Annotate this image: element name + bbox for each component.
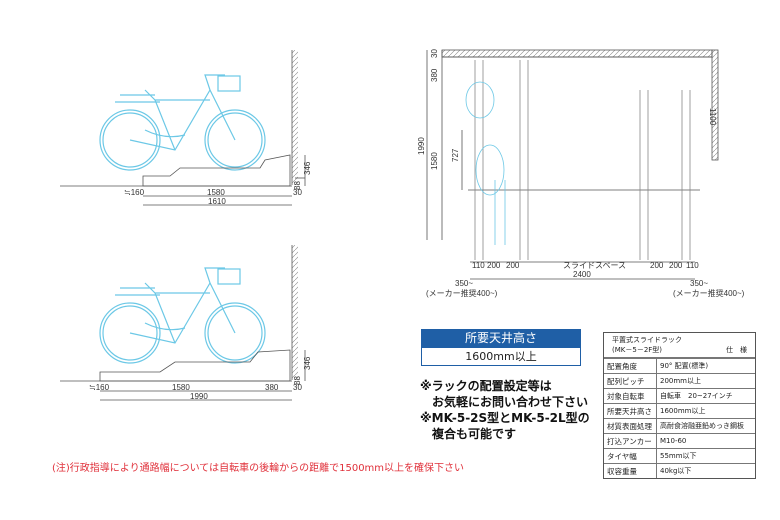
dim-b1: 200 (487, 261, 501, 270)
dim-overall: 1990 (417, 137, 426, 155)
spec-key: 材質表面処理 (604, 418, 657, 434)
dim-top: 30 (430, 49, 439, 58)
dim-slide-space: スライドスペース (563, 261, 626, 270)
spec-label: 仕 様 (726, 346, 747, 354)
dim-left-clear: 350~ (455, 279, 473, 288)
dim-right: 1100 (708, 108, 717, 126)
spec-title: 平置式スライドラック (612, 336, 682, 344)
ceiling-value: 1600mm以上 (421, 347, 581, 366)
dim-base: 88 (293, 376, 302, 385)
dim-rack: 1580 (430, 152, 439, 170)
dim-gap: 30 (293, 188, 302, 197)
spec-key: 打込アンカー (604, 433, 657, 449)
dim-height: 346 (303, 356, 312, 370)
side-view-bottom: 346 88 ≒160 1580 380 30 1990 (60, 245, 312, 401)
note-line: 複合も可能です (420, 427, 517, 441)
dim-b2: 200 (506, 261, 520, 270)
side-view-top: 346 88 ≒160 1580 30 1610 (60, 50, 312, 206)
dim-upper: 380 (430, 68, 439, 82)
warning-note: (注)行政指導により通路幅については自転車の後輪からの距離で1500mm以上を確… (52, 463, 465, 474)
dim-right-clear: 350~ (690, 279, 708, 288)
ceiling-height-box: 所要天井高さ 1600mm以上 (421, 329, 581, 366)
dim-right-note: (メーカー推奨400~) (673, 288, 745, 298)
note-line: ※MK-5-2S型とMK-5-2L型の (420, 411, 590, 425)
dim-length: 1580 (207, 188, 225, 197)
spec-value: 55mm以下 (656, 448, 755, 464)
dim-b0: 110 (472, 261, 485, 270)
dim-total: 1990 (190, 392, 208, 401)
dim-extra: 380 (265, 383, 279, 392)
spec-value: 40kg以下 (656, 463, 755, 478)
spec-value: 90° 配置(標準) (656, 358, 755, 374)
plan-view: 30 380 1990 1580 727 1100 110 200 200 スラ… (417, 49, 745, 298)
spec-value: 200mm以上 (656, 373, 755, 389)
spec-key: 収容重量 (604, 463, 657, 478)
dim-front: ≒160 (124, 188, 145, 197)
dim-height: 346 (303, 161, 312, 175)
dim-b4: 200 (650, 261, 664, 270)
spec-model: (MK－5－2F型) (612, 346, 663, 354)
dim-b6: 110 (686, 261, 699, 270)
dim-left-note: (メーカー推奨400~) (426, 288, 498, 298)
notes: ※ラックの配置設定等は お気軽にお問い合わせ下さい ※MK-5-2S型とMK-5… (420, 378, 590, 442)
dim-width: 2400 (573, 270, 591, 279)
table-row: 対象自転車自転車 20~27インチ (604, 388, 755, 404)
note-line: ※ラックの配置設定等は (420, 379, 552, 393)
spec-value: 高耐食溶融亜鉛めっき鋼板 (656, 418, 755, 434)
spec-value: 1600mm以上 (656, 403, 755, 419)
spec-key: 対象自転車 (604, 388, 657, 404)
spec-value: 自転車 20~27インチ (656, 388, 755, 404)
spec-key: 配列ピッチ (604, 373, 657, 389)
dim-front: ≒160 (89, 383, 110, 392)
spec-key: 所要天井高さ (604, 403, 657, 419)
spec-value: M10-60 (656, 433, 755, 449)
spec-key: タイヤ幅 (604, 448, 657, 464)
dim-b5: 200 (669, 261, 683, 270)
note-line: お気軽にお問い合わせ下さい (420, 395, 589, 409)
ceiling-title: 所要天井高さ (421, 329, 581, 347)
dim-total: 1610 (208, 197, 226, 206)
dim-base: 88 (293, 181, 302, 190)
dim-length: 1580 (172, 383, 190, 392)
table-row: 材質表面処理高耐食溶融亜鉛めっき鋼板 (604, 418, 755, 434)
spec-key: 配置角度 (604, 358, 657, 374)
dim-wheel: 727 (451, 148, 460, 162)
dim-gap: 30 (293, 383, 302, 392)
